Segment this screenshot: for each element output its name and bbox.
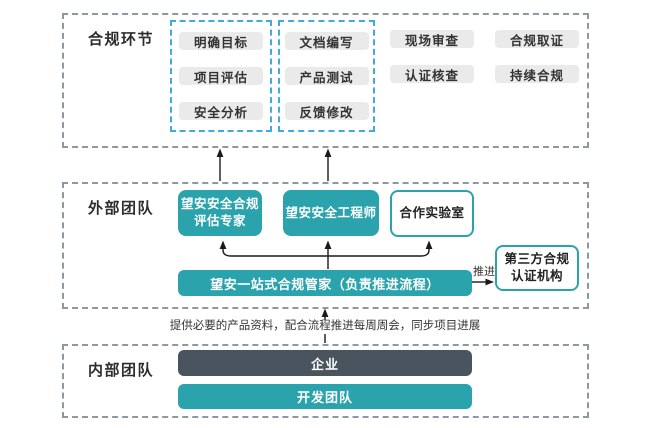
node-partner-lab: 合作实验室 — [390, 190, 474, 237]
node-security-engineer: 望安安全工程师 — [283, 190, 379, 236]
stage-node-continuous-compliance: 持续合规 — [495, 65, 579, 83]
node-compliance-expert-line2: 评估专家 — [193, 214, 246, 228]
stage-group-execution: 文档编写 产品测试 反馈修改 — [278, 20, 375, 132]
section-compliance-stages: 合规环节 明确目标 项目评估 安全分析 文档编写 产品测试 反馈修改 现场审查 … — [62, 13, 589, 148]
node-enterprise: 企业 — [178, 350, 472, 376]
stage-node-cert-check: 认证核查 — [390, 65, 474, 83]
stage-node-security-analysis: 安全分析 — [179, 102, 263, 120]
stage-node-product-test: 产品测试 — [284, 67, 369, 85]
stage-node-goal: 明确目标 — [179, 32, 263, 50]
node-security-engineer-label: 望安安全工程师 — [285, 205, 377, 220]
node-partner-lab-label: 合作实验室 — [399, 206, 465, 221]
node-compliance-expert: 望安安全合规 评估专家 — [178, 190, 262, 236]
section-external-team: 外部团队 望安安全合规 评估专家 望安安全工程师 合作实验室 望安一站式合规管家… — [62, 182, 589, 309]
section-internal-label: 内部团队 — [88, 362, 155, 379]
arrowhead-up — [321, 308, 329, 317]
arrowhead-up — [216, 148, 224, 157]
cooperation-note: 提供必要的产品资料，配合流程推进每周周会，同步项目进展 — [163, 320, 487, 334]
node-third-party-line2: 认证机构 — [510, 269, 563, 283]
node-dev-team: 开发团队 — [178, 384, 472, 409]
stage-node-onsite-review: 现场审查 — [390, 30, 474, 48]
node-third-party-authority: 第三方合规 认证机构 — [495, 245, 579, 291]
node-third-party-line1: 第三方合规 — [504, 252, 570, 267]
section-compliance-label: 合规环节 — [88, 31, 155, 48]
stage-node-feedback-fix: 反馈修改 — [284, 102, 369, 120]
stage-node-documentation: 文档编写 — [284, 32, 369, 50]
node-compliance-expert-line1: 望安安全合规 — [180, 197, 259, 212]
stage-group-planning: 明确目标 项目评估 安全分析 — [170, 20, 272, 132]
stage-node-evidence: 合规取证 — [495, 30, 579, 48]
section-external-label: 外部团队 — [88, 200, 155, 217]
arrowhead-up — [324, 148, 332, 157]
section-internal-team: 内部团队 企业 开发团队 — [62, 344, 589, 418]
stage-node-evaluation: 项目评估 — [179, 67, 263, 85]
node-compliance-manager-bar: 望安一站式合规管家（负责推进流程） — [178, 270, 472, 296]
push-arrow-label: 推进 — [473, 266, 495, 278]
